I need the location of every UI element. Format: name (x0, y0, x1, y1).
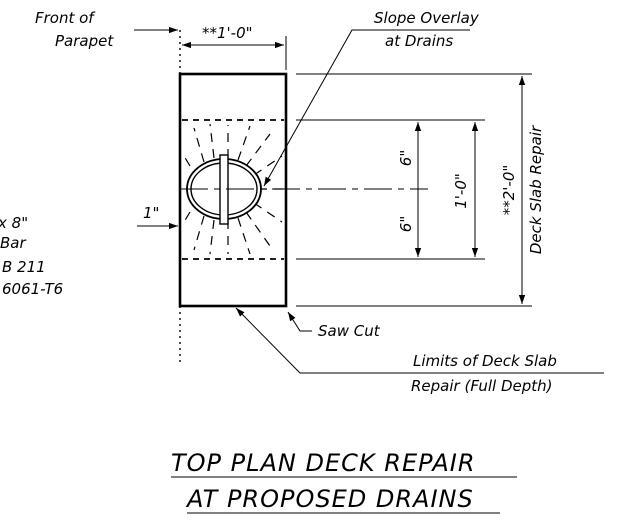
limits-line1: Limits of Deck Slab (413, 352, 557, 370)
saw-cut-label: Saw Cut (318, 322, 381, 340)
deck-slab-repair-label: Deck Slab Repair (527, 125, 545, 254)
left-note-line1: x 8" (0, 214, 28, 232)
saw-cut-leader (287, 311, 312, 332)
slope-rays (183, 123, 284, 255)
slope-overlay-leader (263, 29, 470, 187)
slope-overlay-line1: Slope Overlay (374, 9, 480, 27)
deck-repair-outline (178, 72, 288, 308)
left-note-line4: 6061-T6 (2, 280, 63, 298)
front-of-parapet-line2: Parapet (55, 32, 114, 50)
upper-six-inch-dimension: 6" (397, 150, 415, 166)
left-note-line2: Bar (0, 234, 26, 252)
two-foot-dimension: **2'-0" (500, 165, 518, 216)
lower-six-inch-dimension: 6" (397, 216, 415, 232)
left-note-line3: B 211 (2, 258, 46, 276)
left-offset-dimension: 1" (143, 204, 159, 222)
width-dimension: **1'-0" (202, 24, 253, 42)
limits-leader (235, 307, 604, 374)
title-line2: AT PROPOSED DRAINS (185, 485, 474, 513)
one-foot-dimension: 1'-0" (452, 173, 470, 209)
front-of-parapet-line1: Front of (35, 9, 96, 27)
slope-overlay-line2: at Drains (385, 32, 453, 50)
limits-line2: Repair (Full Depth) (411, 377, 553, 395)
title-line1: TOP PLAN DECK REPAIR (171, 449, 476, 477)
